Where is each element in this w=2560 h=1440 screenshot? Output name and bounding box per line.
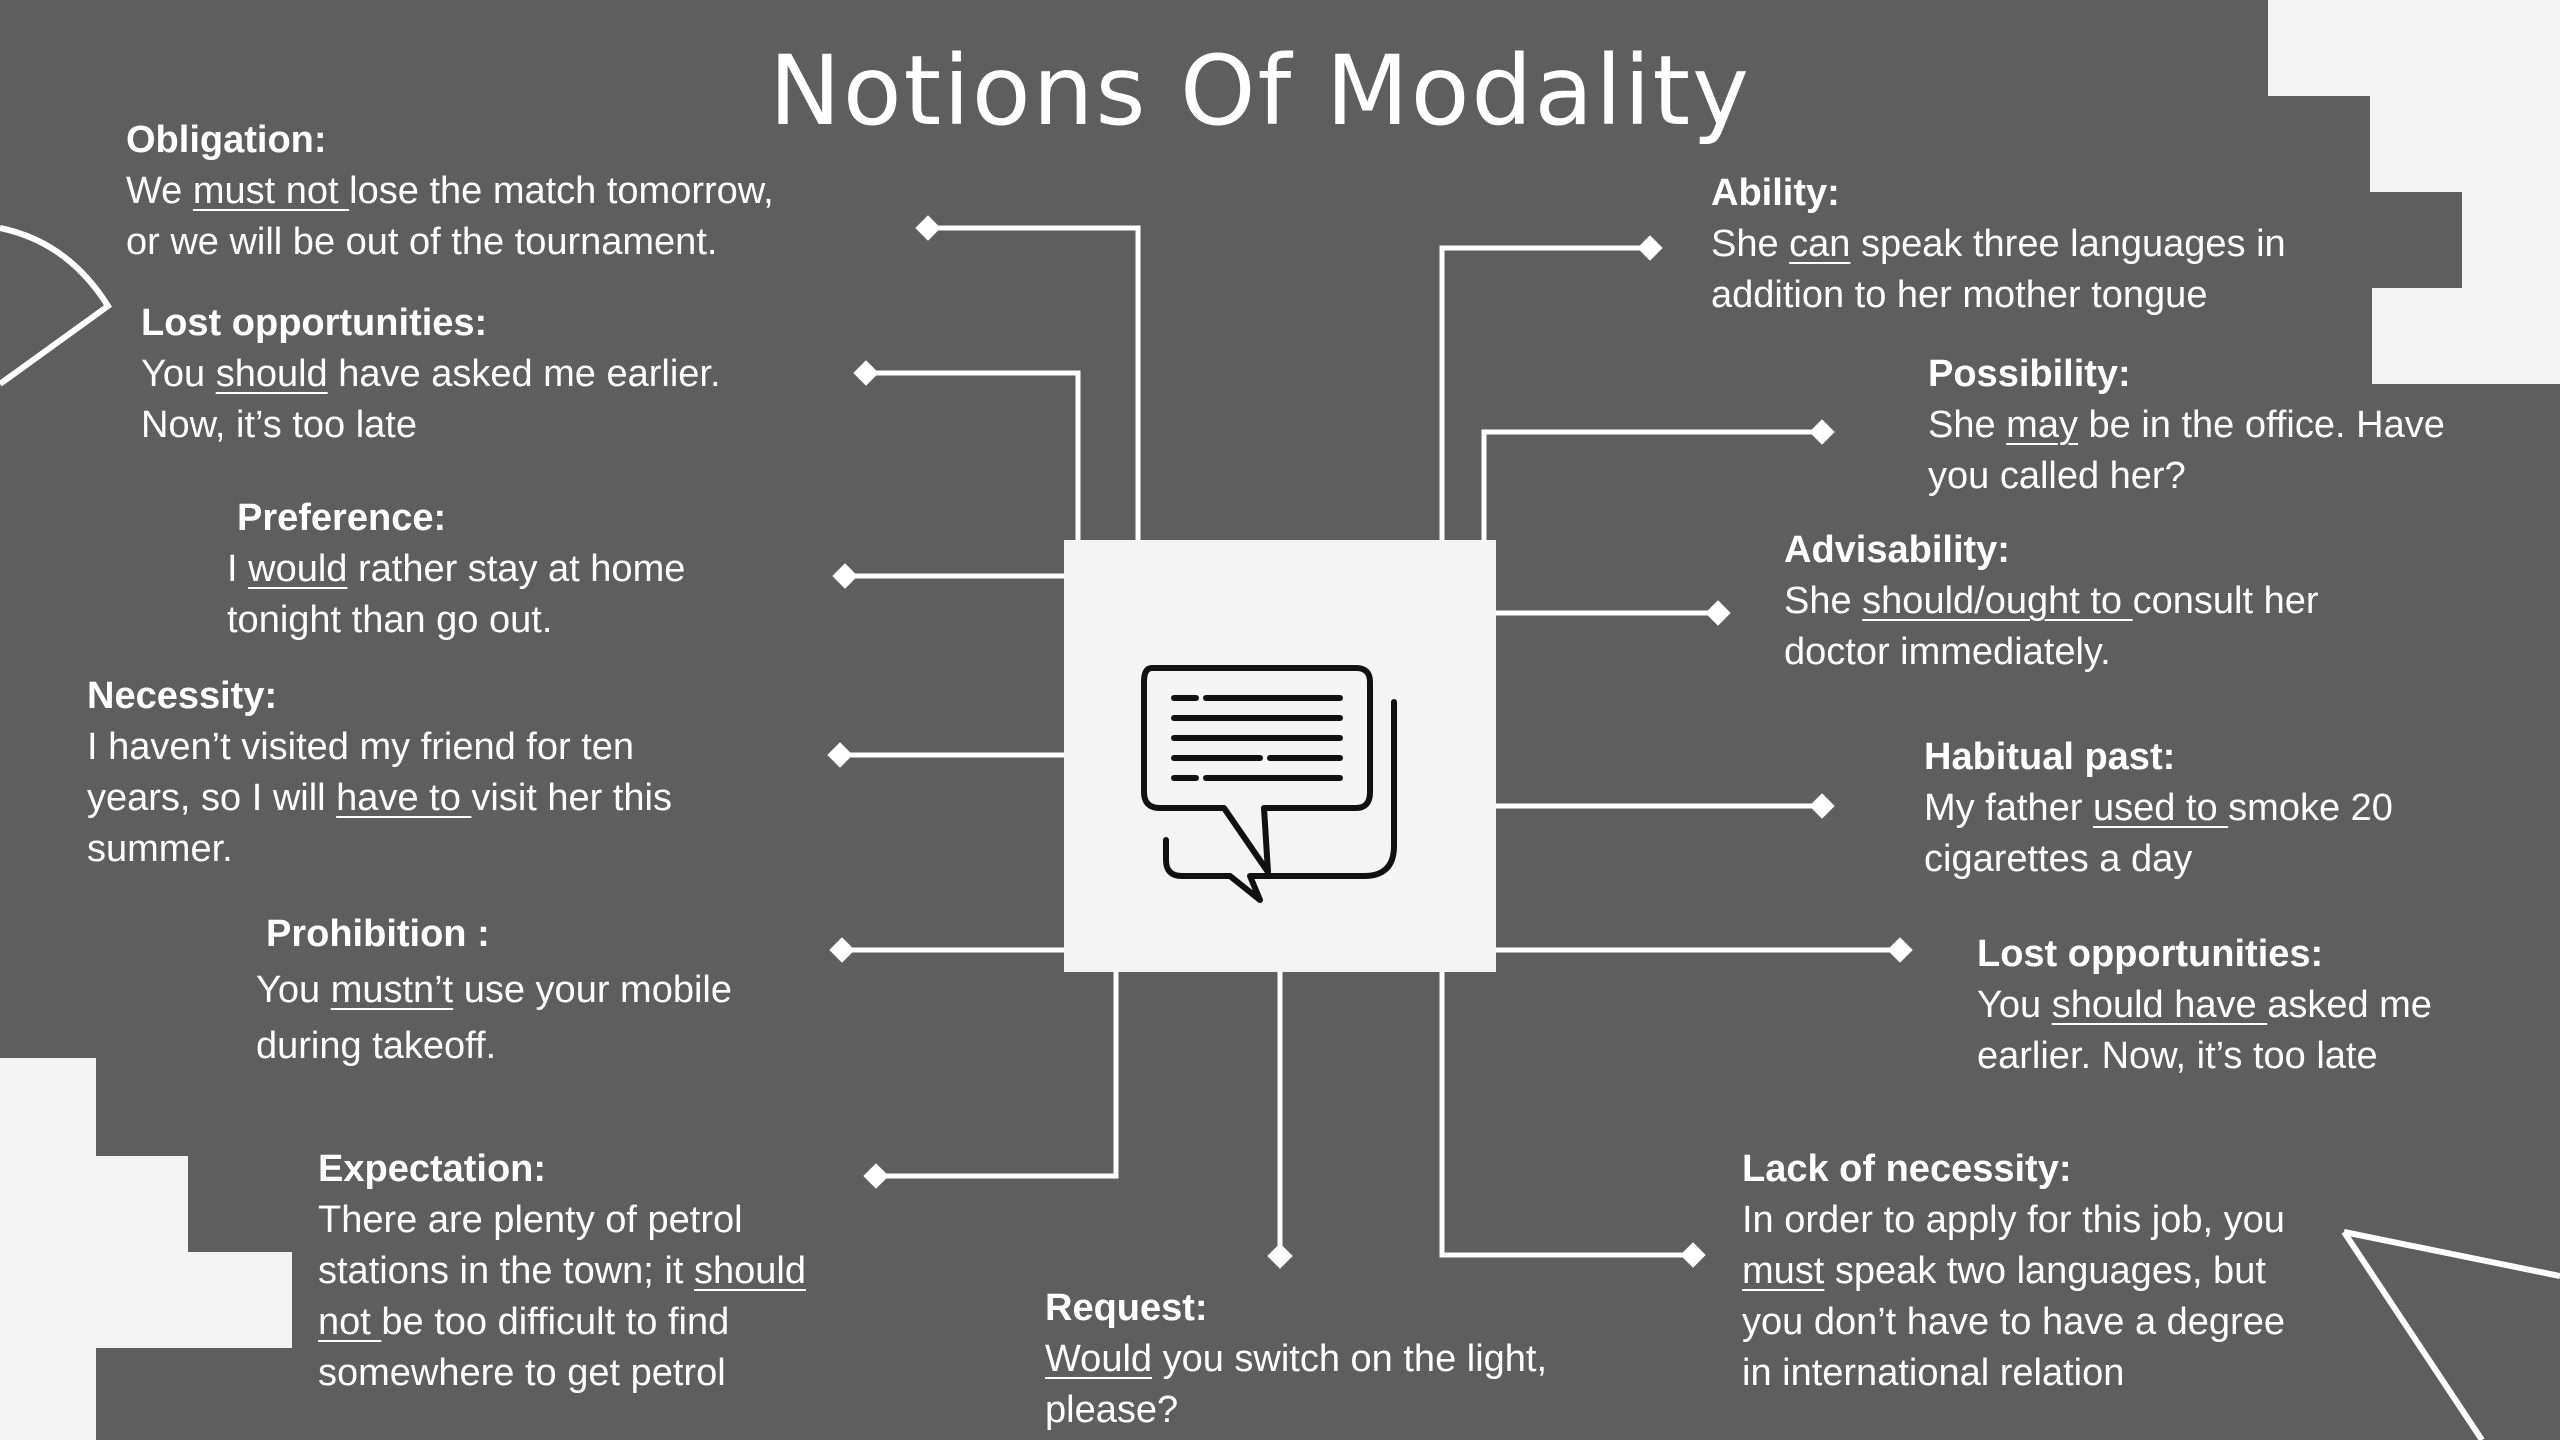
modal-verb: should have (2051, 984, 2268, 1026)
deco-block-bottom-left-3 (0, 1252, 292, 1348)
note-heading: Lost opportunities: (1977, 933, 2324, 975)
modal-verb: should (215, 353, 328, 395)
deco-block-top-right-2 (2370, 96, 2560, 192)
deco-block-top-right (2268, 0, 2560, 96)
modal-verb: should/ought to (1862, 580, 2133, 622)
note-heading: Expectation: (318, 1148, 547, 1190)
modal-verb: can (1789, 223, 1851, 265)
note-necessity: Necessity: I haven’t visited my friend f… (87, 671, 672, 875)
note-lack-of-necessity: Lack of necessity: In order to apply for… (1742, 1144, 2285, 1399)
note-heading: Obligation: (126, 119, 327, 161)
modal-verb: may (2006, 404, 2078, 446)
note-preference: Preference: I would rather stay at home … (227, 493, 685, 646)
note-advisability: Advisability: She should/ought to consul… (1784, 525, 2319, 678)
note-prohibition: Prohibition : You mustn’t use your mobil… (256, 906, 732, 1074)
note-heading: Advisability: (1784, 529, 2010, 571)
modal-verb: not (318, 1301, 382, 1343)
modal-verb: have to (336, 777, 472, 819)
note-expectation: Expectation: There are plenty of petrol … (318, 1144, 806, 1399)
note-heading: Preference: (237, 497, 447, 539)
note-ability: Ability: She can speak three languages i… (1711, 168, 2286, 321)
modal-verb: would (248, 548, 348, 590)
note-lost-opportunities-left: Lost opportunities: You should have aske… (141, 298, 721, 451)
center-panel (1064, 540, 1496, 972)
deco-block-bottom-left-2 (0, 1156, 188, 1252)
note-heading: Prohibition : (266, 913, 490, 955)
note-heading: Lack of necessity: (1742, 1148, 2072, 1190)
note-habitual-past: Habitual past: My father used to smoke 2… (1924, 732, 2393, 885)
deco-block-top-right-4 (2372, 288, 2560, 384)
chat-bubbles-icon (1141, 665, 1397, 903)
deco-block-top-right-3 (2462, 192, 2560, 288)
deco-block-bottom-left-4 (0, 1348, 96, 1440)
note-heading: Lost opportunities: (141, 302, 488, 344)
modal-verb: should (693, 1250, 806, 1292)
note-obligation: Obligation: We must not lose the match t… (126, 115, 774, 268)
note-heading: Request: (1045, 1287, 1208, 1329)
modal-verb: must (1742, 1250, 1825, 1292)
deco-block-bottom-left (0, 1058, 96, 1156)
modal-verb: used to (2092, 787, 2229, 829)
note-heading: Ability: (1711, 172, 1840, 214)
modal-verb: mustn’t (330, 969, 454, 1011)
modal-verb: must not (192, 170, 350, 212)
page-title: Notions Of Modality (769, 35, 1751, 147)
note-heading: Habitual past: (1924, 736, 2176, 778)
note-heading: Possibility: (1928, 353, 2131, 395)
modal-verb: Would (1045, 1338, 1153, 1380)
note-lost-opportunities-right: Lost opportunities: You should have aske… (1977, 929, 2432, 1082)
note-possibility: Possibility: She may be in the office. H… (1928, 349, 2445, 502)
note-request: Request: Would you switch on the light, … (1045, 1283, 1547, 1436)
note-heading: Necessity: (87, 675, 278, 717)
